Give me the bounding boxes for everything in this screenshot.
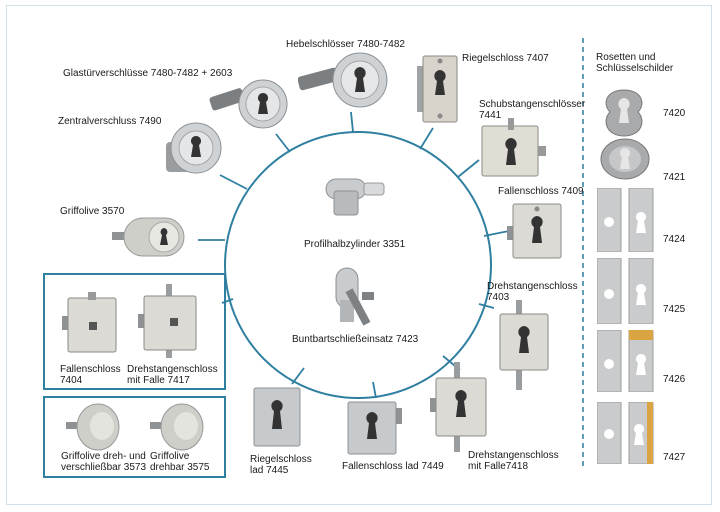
schild-7426-image <box>597 330 655 392</box>
schild-7427-image <box>597 402 655 464</box>
griffolive-3570-image <box>112 212 188 262</box>
schild-code-7424: 7424 <box>663 234 686 245</box>
rosette-7421-image <box>600 138 650 180</box>
label-profilhalbzylinder: Profilhalbzylinder 3351 <box>304 239 406 250</box>
schild-code-7427: 7427 <box>663 452 686 463</box>
riegelschloss-7407-image <box>417 52 459 126</box>
hebelschloss-image <box>298 50 390 110</box>
schild-code-7425: 7425 <box>663 304 686 315</box>
label-buntbartschliesseinsatz: Buntbartschließeinsatz 7423 <box>292 334 419 345</box>
glastuer-lock-image <box>208 78 288 130</box>
label-glastuerverschluesse: Glastürverschlüsse 7480-7482 + 2603 <box>63 68 233 79</box>
schild-code-7426: 7426 <box>663 374 686 385</box>
griffolive-3575-image <box>150 402 204 452</box>
griffolive-3573-image <box>66 402 120 452</box>
fallenschloss-7409-image <box>507 200 563 260</box>
label-hebelschloesser: Hebelschlösser 7480-7482 <box>286 39 405 50</box>
buntbartschliesseinsatz-image <box>332 264 384 330</box>
rosette-7420-image <box>602 88 646 138</box>
fallenschloss-7404-image <box>62 292 120 356</box>
rosette-code-7421: 7421 <box>663 172 686 183</box>
fallenschloss-7449-image <box>346 398 404 456</box>
riegelschloss-7445-image <box>252 386 302 448</box>
outer-frame <box>6 5 712 505</box>
drehstangenschloss-7417-image <box>138 284 204 358</box>
group-box-griffoliven <box>43 396 226 478</box>
label-fallenschloss-7449: Fallenschloss lad 7449 <box>342 461 444 472</box>
drehstangenschloss-7403-image <box>496 300 552 390</box>
label-zentralverschluss: Zentralverschluss 7490 <box>58 116 162 127</box>
label-fallenschloss-7409: Fallenschloss 7409 <box>498 186 584 197</box>
label-griffolive-3570: Griffolive 3570 <box>60 206 125 217</box>
schubstangenschloss-7441-image <box>480 118 546 178</box>
profilhalbzylinder-image <box>324 175 386 219</box>
schild-7425-image <box>597 258 655 324</box>
zentralverschluss-image <box>162 120 222 180</box>
group-box-cabinet-locks <box>43 273 226 390</box>
drehstangenschloss-7418-image <box>430 362 490 452</box>
label-riegelschloss-7407: Riegelschloss 7407 <box>462 53 549 64</box>
schild-7424-image <box>597 188 655 252</box>
rosette-code-7420: 7420 <box>663 108 686 119</box>
